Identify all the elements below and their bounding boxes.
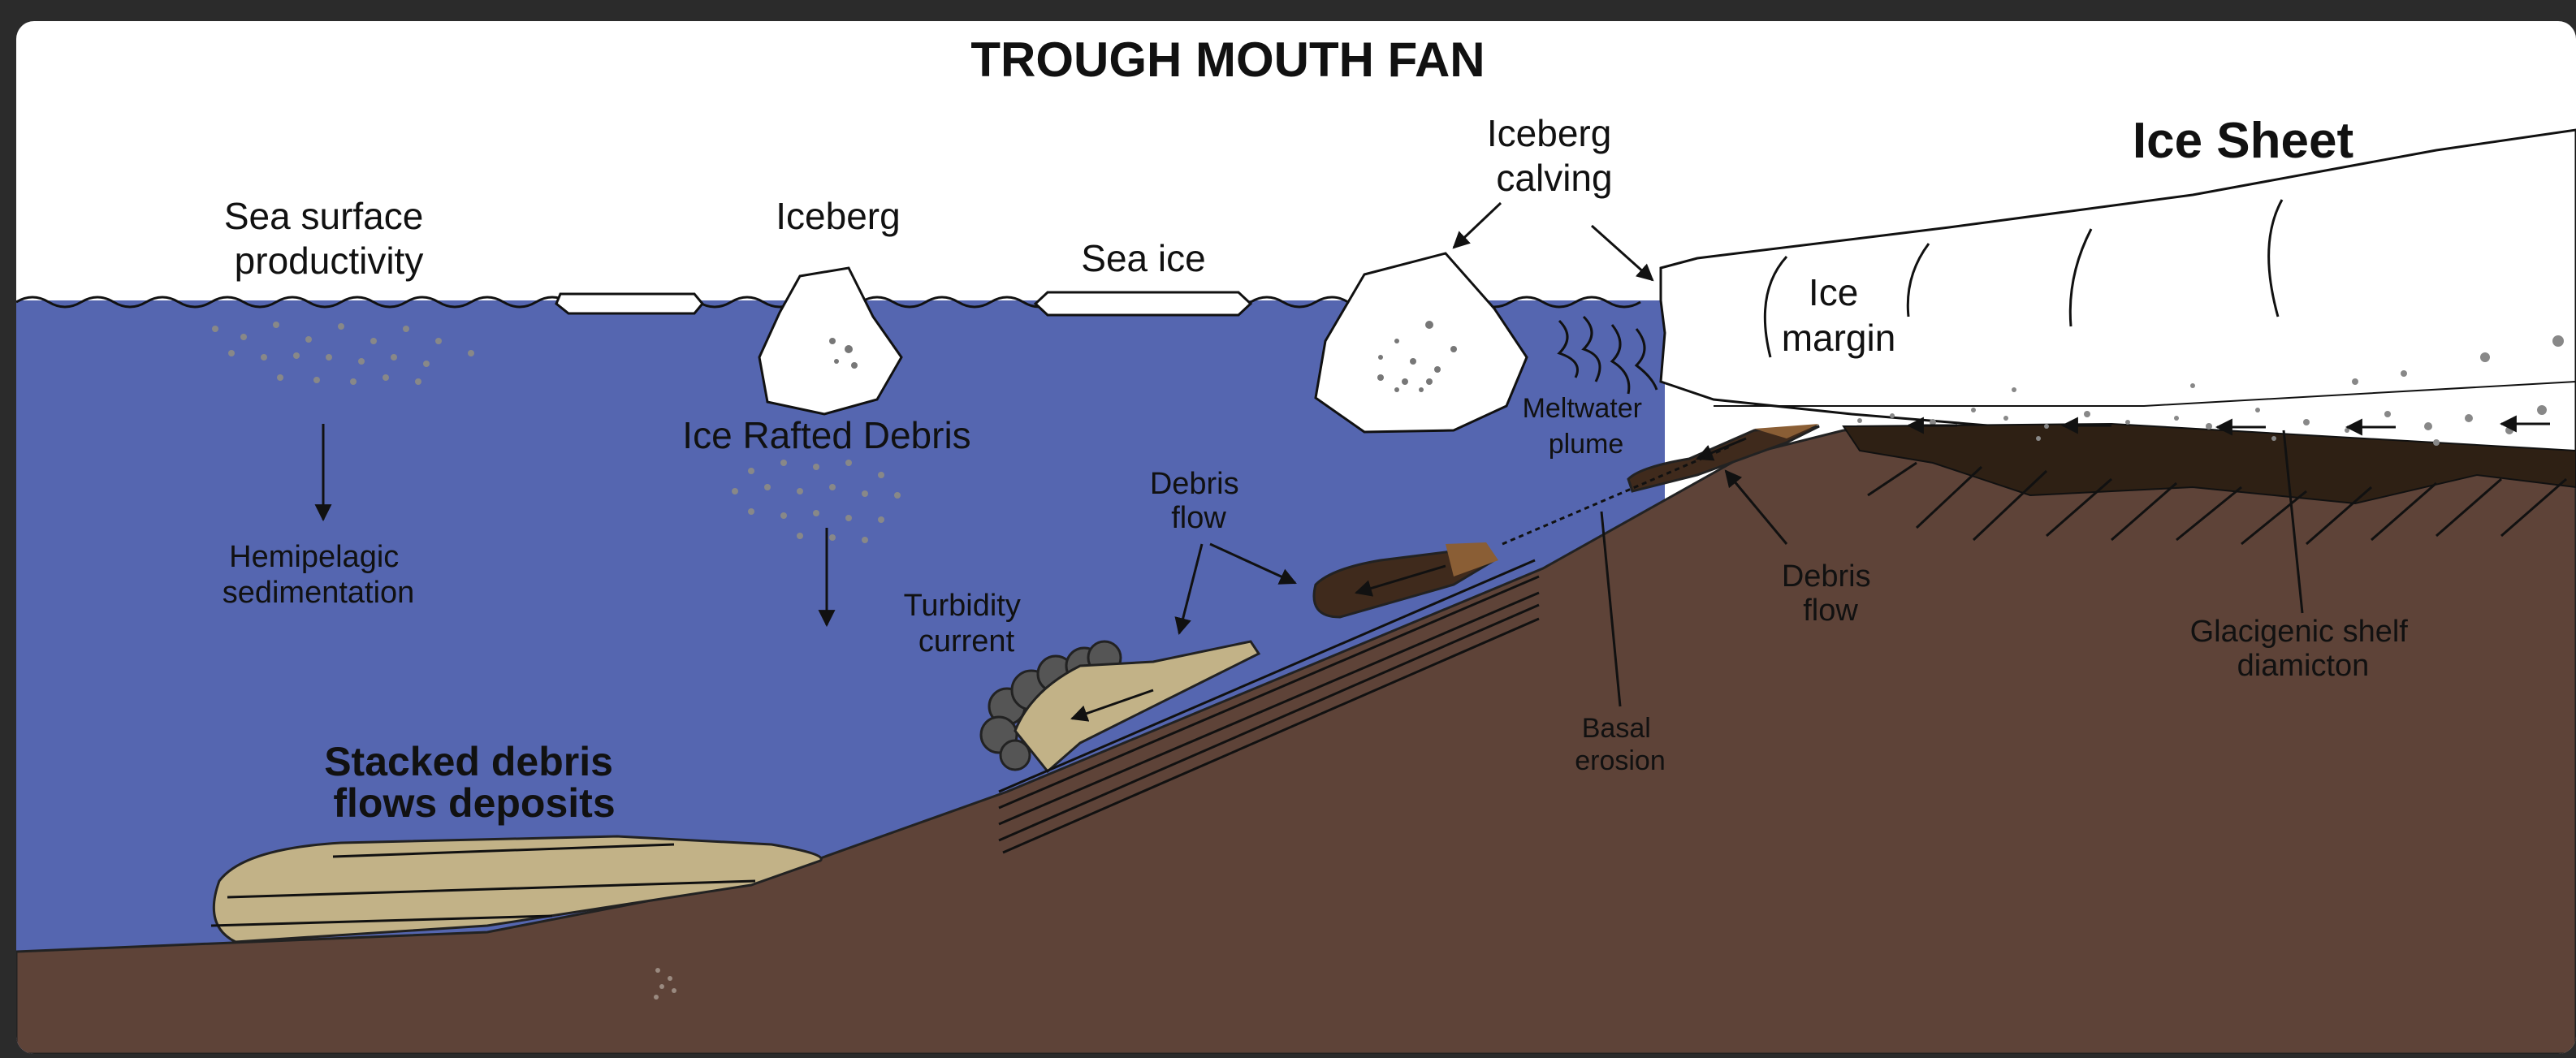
diagram-title: TROUGH MOUTH FAN	[970, 32, 1485, 87]
label-sea-ice: Sea ice	[1081, 237, 1205, 279]
sea-ice-floe-left	[556, 294, 702, 313]
label-ice-rafted-debris: Ice Rafted Debris	[682, 414, 970, 456]
sea-ice-floe-right	[1035, 292, 1251, 315]
label-stacked-debris: Stacked debris flows deposits	[324, 739, 625, 826]
label-ice-sheet: Ice Sheet	[2133, 113, 2353, 169]
label-iceberg: Iceberg	[776, 195, 900, 237]
